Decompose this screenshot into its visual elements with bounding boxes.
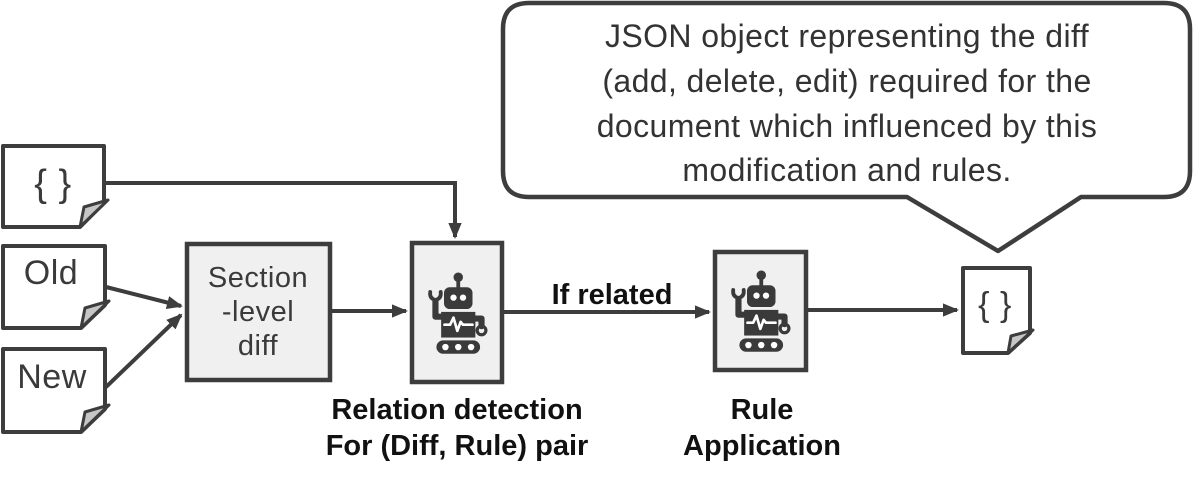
speech-bubble: JSON object representing the diff (add, …	[500, 0, 1193, 254]
document-label: { }	[34, 163, 71, 205]
document-label: { }	[978, 286, 1012, 324]
document-json-output: { }	[961, 266, 1035, 355]
document-new: New	[1, 347, 111, 434]
folded-corner	[79, 403, 111, 434]
rule-application-caption-line1: Rule	[731, 394, 794, 426]
section-level-diff-node: Section -level diff	[184, 241, 333, 383]
speech-bubble-line: document which influenced by this	[597, 108, 1098, 144]
speech-bubble-shape	[500, 0, 1193, 254]
relation-detection-node: Relation detection For (Diff, Rule) pair	[326, 240, 589, 462]
section-diff-label-line: Section	[208, 262, 308, 294]
folded-corner	[78, 198, 110, 229]
if-related-label: If related	[552, 279, 673, 311]
speech-bubble-line: JSON object representing the diff	[605, 18, 1089, 54]
folded-corner	[1006, 328, 1035, 355]
arrow-old-to-section-diff	[105, 285, 183, 310]
arrow-json-input-to-relation-detection	[104, 181, 462, 239]
document-json-input: { }	[1, 144, 110, 229]
document-label: Old	[24, 254, 78, 292]
speech-bubble-line: modification and rules.	[682, 152, 1011, 188]
section-diff-label-line: diff	[238, 330, 279, 362]
section-level-diff-box	[184, 241, 333, 383]
rule-application-caption-line2: Application	[683, 430, 841, 462]
document-label: New	[17, 358, 87, 396]
rule-application-node: Rule Application	[683, 249, 841, 462]
speech-bubble-line: (add, delete, edit) required for the	[602, 63, 1091, 99]
folded-corner	[79, 299, 111, 330]
relation-detection-caption-line2: For (Diff, Rule) pair	[326, 430, 589, 462]
section-diff-label-line: -level	[222, 296, 294, 328]
document-old: Old	[1, 244, 111, 330]
relation-detection-caption-line1: Relation detection	[331, 394, 582, 426]
arrow-new-to-section-diff	[104, 313, 183, 389]
